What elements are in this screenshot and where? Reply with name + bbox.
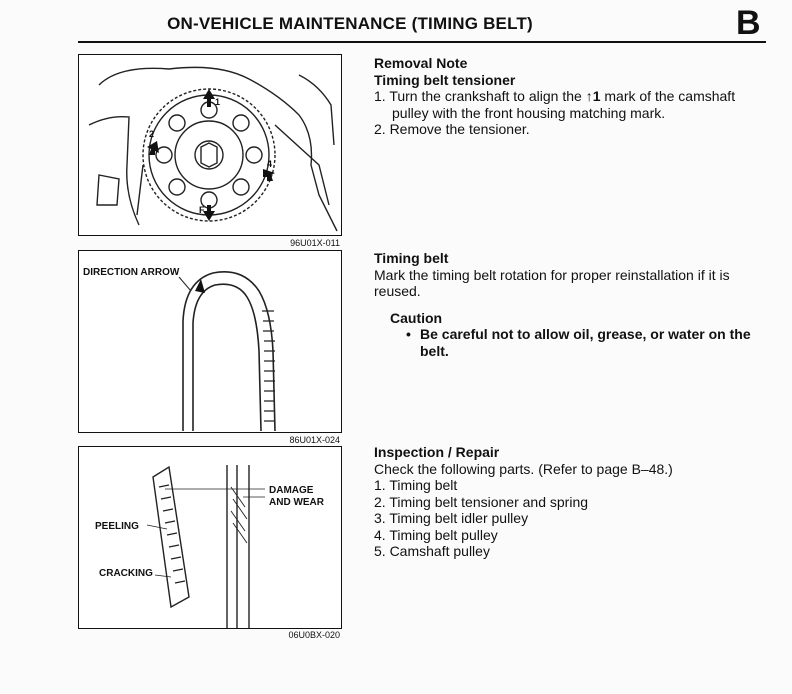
damage-and-wear-label: DAMAGE xyxy=(269,485,314,496)
figure-timing-belt: DIRECTION ARROW xyxy=(78,250,342,433)
damage-and-wear-label-line2: AND WEAR xyxy=(269,497,324,508)
caution-bullet: • xyxy=(406,326,411,342)
inspection-heading: Inspection / Repair xyxy=(374,444,500,460)
inspection-item: 3. Timing belt idler pulley xyxy=(374,510,529,526)
svg-text:2: 2 xyxy=(149,129,154,139)
timing-belt-illustration xyxy=(178,271,276,432)
removal-step-2: 2. Remove the tensioner. xyxy=(374,121,530,137)
direction-arrow-label: DIRECTION ARROW xyxy=(83,267,180,278)
cracking-label: CRACKING xyxy=(99,568,153,579)
belt-damage-illustration xyxy=(146,465,265,628)
page-title: ON-VEHICLE MAINTENANCE (TIMING BELT) xyxy=(167,14,533,33)
figure-code: 96U01X-011 xyxy=(290,238,340,248)
step-1-text: 1. Turn the crankshaft to align the xyxy=(374,88,586,104)
figure-belt-damage: DAMAGE AND WEAR PEELING CRACKING xyxy=(78,446,342,629)
timing-belt-heading: Timing belt xyxy=(374,250,449,266)
figure-code: 86U01X-024 xyxy=(289,435,340,445)
caution-heading: Caution xyxy=(390,309,443,326)
header-rule xyxy=(78,41,766,43)
removal-step-1: 1. Turn the crankshaft to align the ↑1 m… xyxy=(374,88,766,121)
step-1-text-cont: mark of the camshaft pulley with the fro… xyxy=(392,88,736,121)
svg-text:1: 1 xyxy=(215,97,220,107)
peeling-label: PEELING xyxy=(95,521,139,532)
inspection-item: 4. Timing belt pulley xyxy=(374,526,498,543)
caution-item: • Be careful not to allow oil, grease, or… xyxy=(390,326,766,359)
inspection-item: 2. Timing belt tensioner and spring xyxy=(374,493,589,510)
removal-note-section: Removal Note Timing belt tensioner 1. Tu… xyxy=(374,55,766,138)
timing-belt-body: Mark the timing belt rotation for proper… xyxy=(374,266,730,300)
figure-camshaft-pulley: 1 2 4 F xyxy=(78,54,342,236)
section-letter: B xyxy=(736,4,761,42)
inspection-section: Inspection / Repair Check the following … xyxy=(374,444,766,560)
svg-text:4: 4 xyxy=(267,159,272,169)
tensioner-subheading: Timing belt tensioner xyxy=(374,71,516,88)
caution-text: Be careful not to allow oil, grease, or … xyxy=(420,326,751,359)
inspection-intro: Check the following parts. (Refer to pag… xyxy=(374,460,673,477)
inspection-item: 1. Timing belt xyxy=(374,477,458,493)
figure-code: 06U0BX-020 xyxy=(288,630,340,640)
inspection-item: 5. Camshaft pulley xyxy=(374,543,490,559)
removal-note-heading: Removal Note xyxy=(374,55,468,71)
arrow-one-mark: ↑1 xyxy=(585,88,601,104)
timing-belt-section: Timing belt Mark the timing belt rotatio… xyxy=(374,250,766,359)
svg-text:F: F xyxy=(199,205,205,215)
camshaft-pulley-illustration: 1 2 4 F xyxy=(88,66,338,232)
